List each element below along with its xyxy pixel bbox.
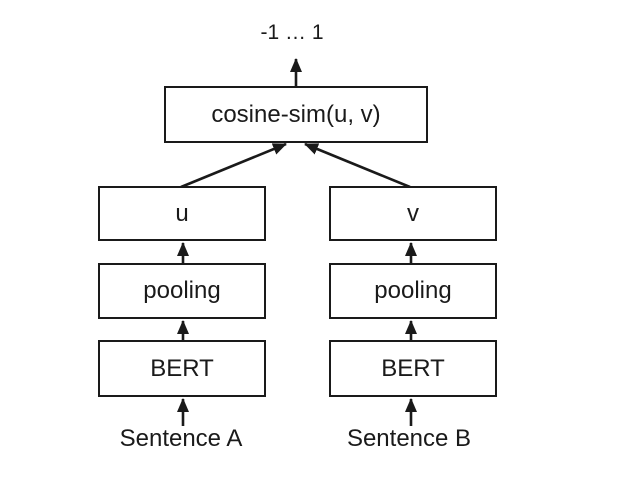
embedding-u-node: u xyxy=(98,186,266,241)
arrow-v-to-cosine xyxy=(304,142,411,189)
output-range-label: -1 … 1 xyxy=(260,21,324,44)
bert-left-node: BERT xyxy=(98,340,266,397)
bert-right-node: BERT xyxy=(329,340,497,397)
bert-right-label: BERT xyxy=(381,354,445,382)
arrow-u-to-cosine xyxy=(180,142,287,189)
embedding-u-label: u xyxy=(175,199,189,227)
cosine-sim-label: cosine-sim(u, v) xyxy=(211,100,381,128)
pooling-left-label: pooling xyxy=(143,277,221,304)
embedding-v-node: v xyxy=(329,186,497,241)
bert-left-label: BERT xyxy=(150,354,214,382)
cosine-sim-node: cosine-sim(u, v) xyxy=(164,86,428,143)
pooling-left-node: pooling xyxy=(98,263,266,319)
embedding-v-label: v xyxy=(407,199,419,227)
sentence-a-label: Sentence A xyxy=(119,425,243,452)
pooling-right-label: pooling xyxy=(374,277,452,304)
pooling-right-node: pooling xyxy=(329,263,497,319)
sentence-b-label: Sentence B xyxy=(346,425,472,452)
